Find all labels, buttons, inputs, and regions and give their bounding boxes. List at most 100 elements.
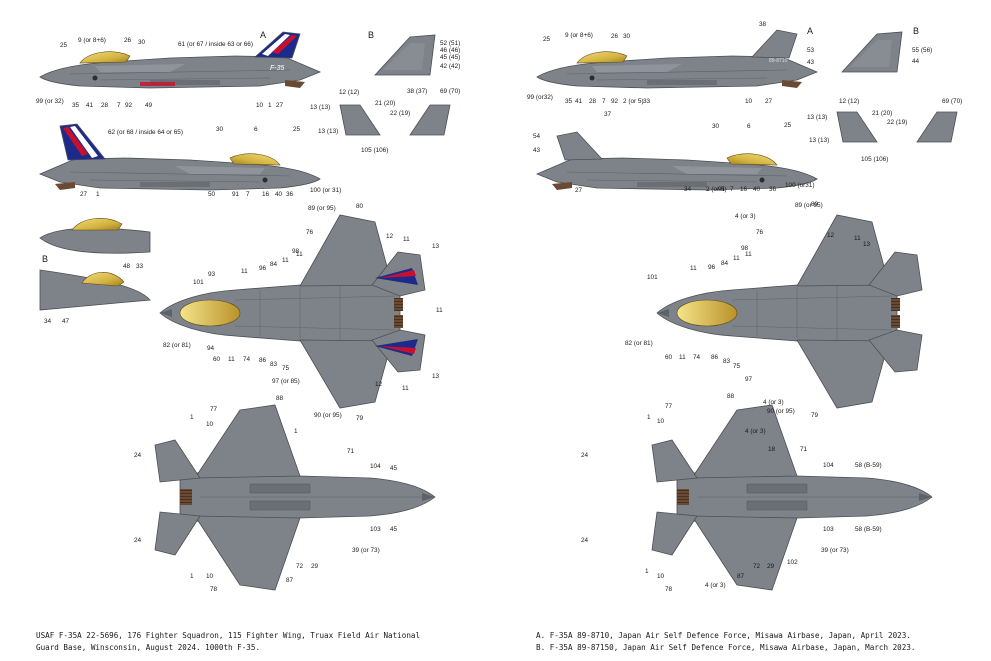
callout-top-view: 13: [432, 243, 440, 250]
callout-bottom-view: 10: [206, 421, 214, 428]
caption-left-line-1: USAF F-35A 22-5696, 176 Fighter Squadron…: [36, 631, 421, 640]
callout-profile-b: 40: [753, 186, 761, 193]
right-stab-2: [916, 111, 958, 143]
callout-top-view: 94: [207, 345, 215, 352]
callout-bottom-view: 45: [390, 465, 398, 472]
right-plate: 89-8710: [536, 29, 958, 591]
callout-top-view: 96: [708, 264, 716, 271]
callout-profile-b: 1: [96, 191, 100, 198]
caption-right: A. F-35A 89-8710, Japan Air Self Defence…: [536, 630, 956, 653]
callout-profile-b: 25: [293, 126, 301, 133]
callout-profile-b: 91: [232, 191, 240, 198]
right-profile-1: 89-8710: [536, 29, 818, 89]
callout-top-view: 74: [693, 354, 701, 361]
callout-top-view: 11: [241, 268, 248, 275]
callout-bottom-view: 78: [665, 586, 673, 593]
callout-top-view: 80: [811, 201, 819, 208]
callout-profile-a: 26: [124, 37, 132, 44]
callout-profile-b: 100 (or 31): [310, 187, 341, 194]
callout-bottom-view: 4 (or 3): [745, 428, 766, 435]
callout-canopy-b: 47: [62, 318, 70, 325]
callout-bottom-view: 88: [727, 393, 735, 400]
callout-top-view: 76: [756, 229, 764, 236]
callout-top-view: 101: [193, 279, 204, 286]
callout-top-view: 11: [690, 265, 697, 272]
callout-bottom-view: 72: [753, 563, 761, 570]
callout-top-view: 84: [721, 260, 729, 267]
callout-profile-b: 27: [575, 187, 583, 194]
callout-profile-b: 50: [208, 191, 216, 198]
callout-bottom-view: 10: [657, 418, 665, 425]
callout-top-view: 101: [647, 274, 658, 281]
callout-bottom-view: 24: [134, 537, 142, 544]
callout-bottom-view: 24: [134, 452, 142, 459]
callout-profile-a: 7: [117, 102, 121, 109]
callout-profile-b: 27: [80, 191, 88, 198]
callout-profile-b: 7: [246, 191, 250, 198]
callout-top-view: 83: [270, 361, 278, 368]
callout-top-view: 79: [811, 412, 819, 419]
callout-stab: 22 (19): [887, 119, 907, 126]
callout-bottom-view: 102: [787, 559, 798, 566]
callout-canopy-b: 34: [44, 318, 52, 325]
callout-profile-a: 43: [807, 59, 815, 66]
callout-profile-b: 25: [784, 122, 792, 129]
decal-placement-diagram: F-35: [36, 21, 962, 593]
callout-bottom-view: 1: [647, 414, 651, 421]
callout-top-view: 13: [432, 373, 440, 380]
caption-left-line-2: Guard Base, Winsconsin, August 2024. 100…: [36, 642, 261, 652]
section-label-a: A: [807, 26, 813, 36]
right-fin-b: [841, 31, 903, 73]
left-profile-1: F-35: [39, 31, 321, 89]
callout-bottom-view: 58 (B-59): [855, 526, 882, 533]
callout-profile-a: 9 (or 8+6): [565, 32, 593, 39]
callout-bottom-view: 24: [581, 537, 589, 544]
callout-profile-a: 53: [807, 47, 815, 54]
callout-profile-a: 25: [60, 42, 68, 49]
callout-stab: 69 (70): [440, 88, 460, 95]
callout-stab: 13 (13): [310, 104, 330, 111]
callout-profile-a: 30: [623, 33, 631, 40]
callout-top-view: 12: [375, 381, 383, 388]
callout-canopy: 33: [136, 263, 144, 270]
callout-fin: 44: [912, 58, 920, 65]
left-top-view: [159, 214, 426, 409]
callout-bottom-view: 104: [823, 462, 834, 469]
callout-top-view: 11: [228, 356, 235, 363]
callout-bottom-view: 58 (B-59): [855, 462, 882, 469]
callout-top-view: 80: [356, 203, 364, 210]
callout-bottom-view: 29: [767, 563, 775, 570]
callout-top-view: 86: [259, 357, 267, 364]
callout-top-view: 11: [403, 236, 410, 243]
callout-bottom-view: 4 (or 3): [705, 582, 726, 589]
callout-stab: 13 (13): [318, 128, 338, 135]
callout-profile-b: 36: [286, 191, 294, 198]
callout-top-view: 60: [213, 356, 221, 363]
callout-profile-b: 16: [262, 191, 270, 198]
callout-bottom-view: 1: [190, 414, 194, 421]
callout-bottom-view: 103: [370, 526, 381, 533]
callout-profile-b: 6: [747, 123, 751, 130]
callout-profile-b: 54: [533, 133, 541, 140]
left-canopy-detail-a: [39, 218, 151, 254]
callout-bottom-view: 78: [210, 586, 218, 593]
left-profile-2: [39, 123, 321, 191]
callout-top-view: 11: [854, 235, 861, 242]
callout-stab: 12 (12): [839, 98, 859, 105]
callout-bottom-view: 1: [645, 568, 649, 575]
callout-profile-a: 28: [101, 102, 109, 109]
callout-profile-a: 26: [611, 33, 619, 40]
callout-bottom-view: 103: [823, 526, 834, 533]
callout-profile-a: 10: [745, 98, 753, 105]
callout-profile-b: 100 (or31): [785, 182, 815, 189]
callout-profile-b: 36: [769, 186, 777, 193]
callout-profile-b: 7: [730, 186, 734, 193]
callout-stab: 105 (106): [361, 147, 388, 154]
caption-right-line-1: A. F-35A 89-8710, Japan Air Self Defence…: [536, 631, 911, 640]
left-fin-b: [374, 34, 436, 76]
callout-top-view: 11: [296, 251, 303, 258]
callout-fin: 45 (45): [440, 54, 460, 61]
callout-bottom-view: 1: [190, 573, 194, 580]
callout-top-view: 86: [711, 354, 719, 361]
callout-bottom-view: 77: [210, 406, 218, 413]
